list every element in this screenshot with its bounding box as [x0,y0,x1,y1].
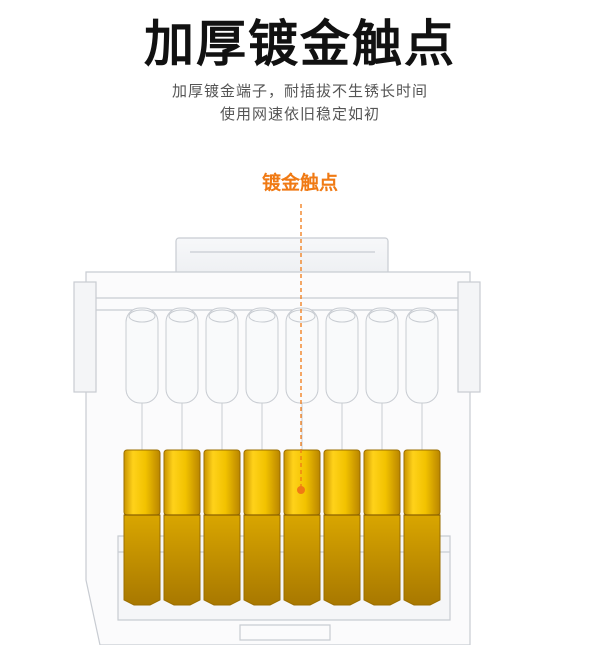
gold-pin [403,449,441,606]
gold-pin [243,449,281,606]
wire-channel-opening [248,309,276,323]
wire-channel-opening [408,309,436,323]
rj45-connector-illustration [73,204,481,645]
callout-label: 镀金触点 [261,172,338,194]
wire-channel-opening [288,309,316,323]
wire-channel-opening [168,309,196,323]
wire-channel-opening [328,309,356,323]
gold-pin [163,449,201,606]
wire-channel-opening [368,309,396,323]
gold-pin [203,449,241,606]
page-title: 加厚镀金触点 [144,15,456,73]
wire-channel-opening [128,309,156,323]
gold-pin [283,449,321,606]
wire-channel-opening [208,309,236,323]
callout-dot [297,486,305,494]
gold-pins [123,449,441,606]
subtitle-line-2: 使用网速依旧稳定如初 [219,105,380,123]
gold-pin [363,449,401,606]
wire-channels [125,307,439,450]
subtitle-line-1: 加厚镀金端子，耐插拔不生锈长时间 [171,82,428,100]
gold-pin [323,449,361,606]
gold-pin [123,449,161,606]
